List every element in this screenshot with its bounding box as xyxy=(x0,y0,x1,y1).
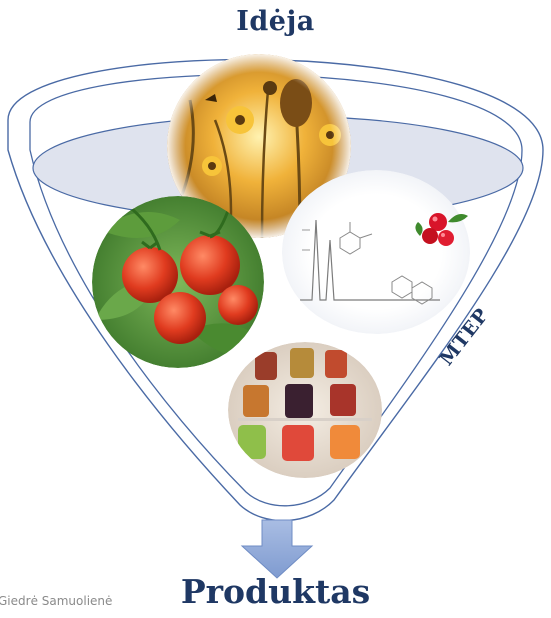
idea-label: Idėja xyxy=(0,6,551,37)
chromatogram-chart-icon xyxy=(282,170,470,334)
down-arrow-icon xyxy=(242,520,312,578)
juice-jars-photo-icon xyxy=(228,342,382,478)
author-credit: Giedrė Samuolienė xyxy=(0,594,112,608)
